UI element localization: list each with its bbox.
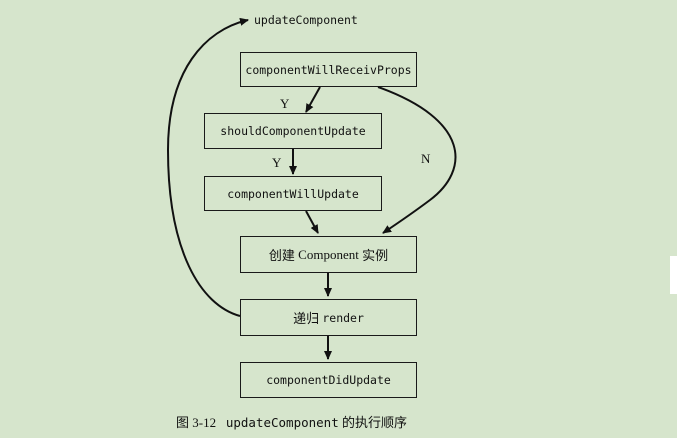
node-label: componentWillReceivProps	[245, 62, 412, 77]
node-should-component-update: shouldComponentUpdate	[204, 113, 382, 149]
edge-label-yes: Y	[280, 96, 290, 111]
node-component-will-receive-props: componentWillReceivProps	[240, 52, 417, 87]
node-component-did-update: componentDidUpdate	[240, 362, 417, 398]
page-edge-strip	[670, 256, 677, 294]
caption-text: 的执行顺序	[341, 415, 407, 430]
node-label: componentDidUpdate	[266, 373, 391, 387]
arrow-receive-to-create-no	[377, 86, 457, 234]
edge-label-yes: Y	[272, 155, 282, 170]
node-label-suffix: 实例	[362, 248, 389, 263]
arrow-will-to-create	[305, 210, 319, 234]
node-label: componentWillUpdate	[227, 186, 359, 201]
node-label-prefix: 创建	[268, 248, 295, 263]
node-label-mono: render	[322, 310, 364, 325]
figure-number: 图 3-12	[176, 415, 217, 430]
node-label-mid: Component	[298, 246, 359, 262]
loop-back-arrow	[166, 17, 249, 317]
node-recursive-render: 递归 render	[240, 299, 417, 336]
update-component-label: updateComponent	[254, 13, 358, 27]
node-create-component-instance: 创建 Component 实例	[240, 236, 417, 273]
node-label-prefix: 递归	[293, 311, 320, 326]
figure-caption: 图 3-12 updateComponent 的执行顺序	[176, 412, 407, 431]
caption-code: updateComponent	[225, 415, 339, 430]
node-label: shouldComponentUpdate	[220, 124, 366, 138]
arrow-receive-to-should	[305, 86, 321, 113]
node-component-will-update: componentWillUpdate	[204, 176, 382, 211]
edge-label-no: N	[421, 151, 431, 166]
